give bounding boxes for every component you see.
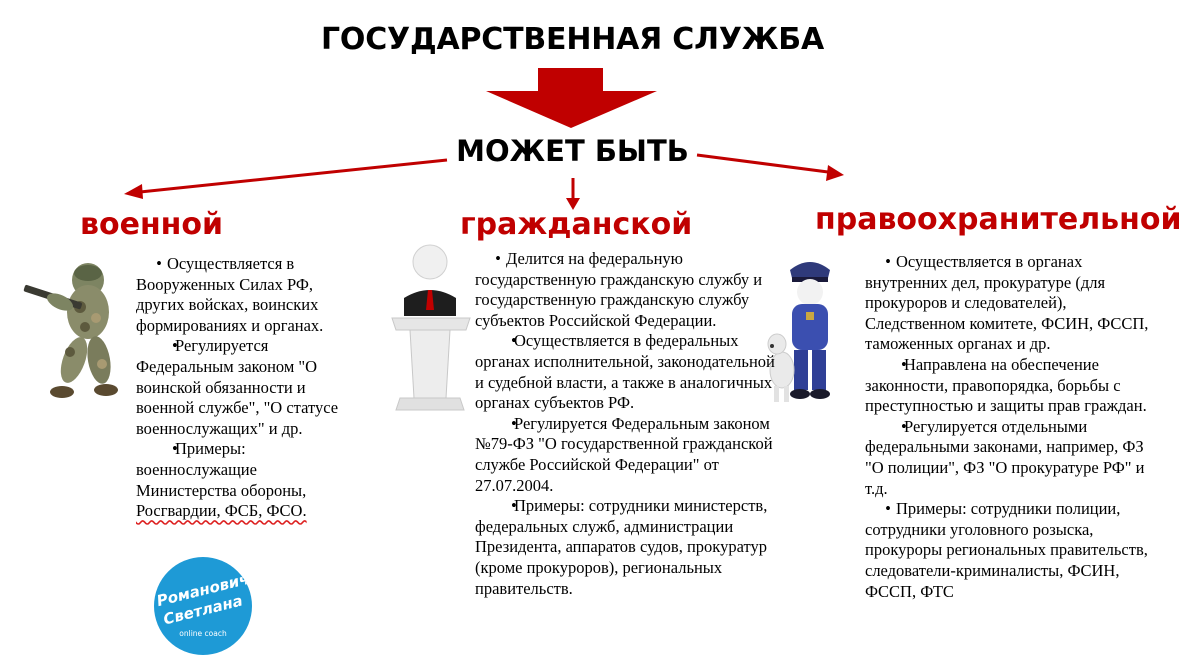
middle-arrow-head [566, 198, 580, 210]
military-paragraph-1: Осуществляется в Вооруженных Силах РФ, д… [136, 254, 361, 336]
category-military-label: военной [80, 207, 224, 242]
civil-description: Делится на федеральную государственную г… [475, 249, 775, 599]
left-arrow-head [124, 184, 143, 199]
military-paragraph-4-text: Росгвардии, ФСБ, ФСО. [136, 501, 307, 521]
military-description: Осуществляется в Вооруженных Силах РФ, д… [136, 254, 361, 522]
main-title: ГОСУДАРСТВЕННАЯ СЛУЖБА [321, 22, 824, 57]
author-logo: Романович Светлана online coach [154, 557, 252, 655]
military-paragraph-3: Примеры: военнослужащие Министерства обо… [136, 439, 361, 501]
main-down-arrow [486, 68, 657, 128]
law-paragraph-1: Осуществляется в органах внутренних дел,… [865, 252, 1165, 355]
right-arrow-line [696, 153, 829, 174]
law-paragraph-2: Направлена на обеспечение законности, пр… [865, 355, 1165, 417]
left-arrow-line [139, 158, 448, 194]
speaker-podium-icon [391, 244, 471, 411]
category-law-enforcement-label: правоохранительной [815, 202, 1182, 237]
law-paragraph-4: Примеры: сотрудники полиции, сотрудники … [865, 499, 1165, 602]
logo-tagline: online coach [179, 629, 227, 638]
civil-paragraph-4: Примеры: сотрудники министерств, федерал… [475, 496, 775, 599]
soldier-icon [23, 263, 118, 398]
military-paragraph-4: Росгвардии, ФСБ, ФСО. [136, 501, 361, 522]
law-paragraph-3: Регулируется отдельными федеральными зак… [865, 417, 1165, 499]
category-civil-label: гражданской [460, 207, 693, 242]
right-arrow-head [826, 165, 844, 181]
civil-paragraph-2: Осуществляется в федеральных органах исп… [475, 331, 775, 413]
civil-paragraph-3: Регулируется Федеральным законом №79-ФЗ … [475, 414, 775, 496]
subtitle: МОЖЕТ БЫТЬ [456, 134, 689, 168]
military-paragraph-2: Регулируется Федеральным законом "О воин… [136, 336, 361, 439]
law-enforcement-description: Осуществляется в органах внутренних дел,… [865, 252, 1165, 602]
civil-paragraph-1: Делится на федеральную государственную г… [475, 249, 775, 331]
police-officer-icon [767, 262, 830, 402]
